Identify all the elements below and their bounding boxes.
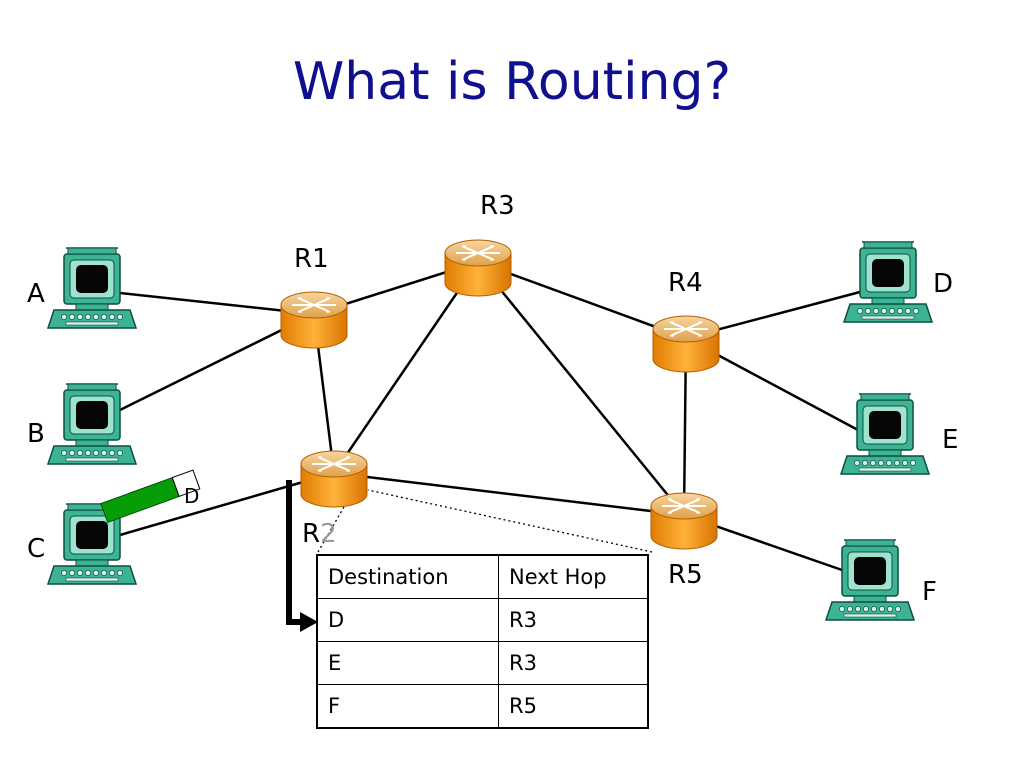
forwarding-arrow [286,480,318,632]
host-label-e: E [942,425,958,455]
router-label-r2: R2 [302,519,337,549]
table-row: E R3 [316,641,649,685]
table-row: F R5 [316,684,649,729]
link-r2-r3 [332,261,480,474]
header-next-hop: Next Hop [498,554,649,599]
routing-table-callout [317,489,653,553]
row-destination: F [316,684,499,729]
router-r1-icon [280,291,348,349]
host-label-d: D [933,269,953,299]
packet [100,469,201,524]
router-label-r3: R3 [480,191,515,221]
host-label-b: B [27,419,45,449]
row-next-hop: R5 [498,684,649,729]
host-label-f: F [922,577,937,607]
link-r3-r5 [477,261,685,516]
header-destination: Destination [316,554,499,599]
row-destination: D [316,598,499,642]
host-f-computer-icon [825,539,915,621]
router-label-r2-dim: 2 [320,519,337,549]
link-r2-r5 [333,471,685,517]
router-r3-icon [444,239,512,297]
routing-table: Destination Next Hop D R3 E R3 F R5 [316,554,649,729]
host-label-a: A [27,279,45,309]
table-row: D R3 [316,598,649,642]
host-a-computer-icon [47,247,137,329]
page-title: What is Routing? [292,52,732,112]
router-label-r2-main: R [302,519,320,549]
links-layer [119,260,861,572]
packet-dest-label: D [184,484,199,508]
router-label-r1: R1 [294,244,329,274]
routing-table-header: Destination Next Hop [316,554,649,599]
row-next-hop: R3 [498,641,649,685]
row-destination: E [316,641,499,685]
link-r3-r4 [477,260,687,340]
host-label-c: C [27,534,45,564]
router-label-r4: R4 [668,268,703,298]
host-e-computer-icon [840,393,930,475]
host-b-computer-icon [47,383,137,465]
router-r2-icon [300,450,368,508]
row-next-hop: R3 [498,598,649,642]
router-label-r5: R5 [668,560,703,590]
router-r5-icon [650,492,718,550]
link-c-r2 [119,471,335,537]
router-r4-icon [652,315,720,373]
host-d-computer-icon [843,241,933,323]
